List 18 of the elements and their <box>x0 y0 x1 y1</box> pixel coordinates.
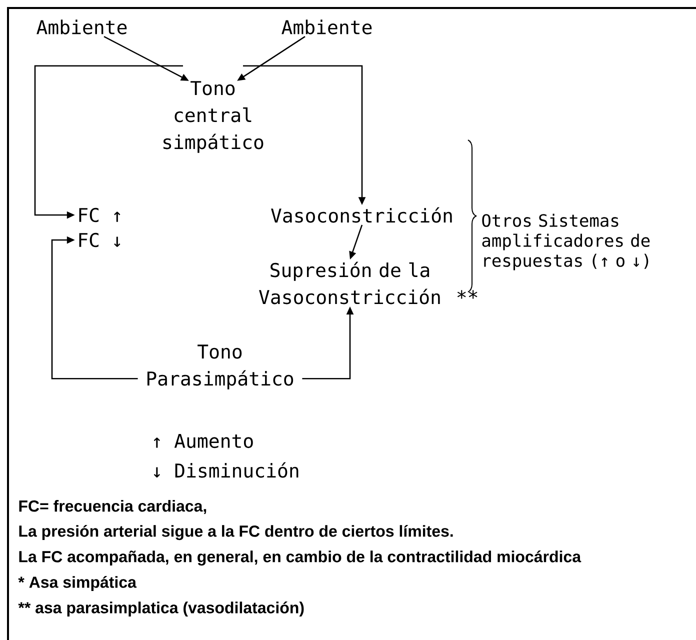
note-text: La presión arterial sigue a la FC dentro de ciertos límites. <box>19 524 453 540</box>
note-text: ** asa parasimplatica (vasodilatación) <box>18 601 304 617</box>
text-label: Tono central simpático <box>164 81 264 153</box>
footnote-mark: ** <box>457 290 478 299</box>
note-text: * Asa simpática <box>18 576 137 592</box>
text-label: FC ↓ <box>79 232 120 248</box>
arrow <box>51 236 138 380</box>
text-label: ↓ Disminución <box>154 462 298 478</box>
text-label: Vasoconstricción <box>271 207 452 223</box>
text-label: Supresión de la Vasoconstricción <box>259 262 440 304</box>
text-label: FC ↑ <box>79 208 120 222</box>
note-text: FC= frecuencia cardiaca, <box>19 500 206 514</box>
text-label: ↑ Aumento <box>154 434 253 448</box>
text-label: Otros Sistemas amplificadores de respuestas (↑ o ↓) <box>482 214 650 270</box>
text-label: Ambiente <box>282 20 372 34</box>
text-label: Tono Parasimpático <box>147 344 294 390</box>
text-label: Ambiente <box>36 20 127 34</box>
note-text: La FC acompañada, en general, en cambio de la contractilidad miocárdica <box>19 550 582 566</box>
